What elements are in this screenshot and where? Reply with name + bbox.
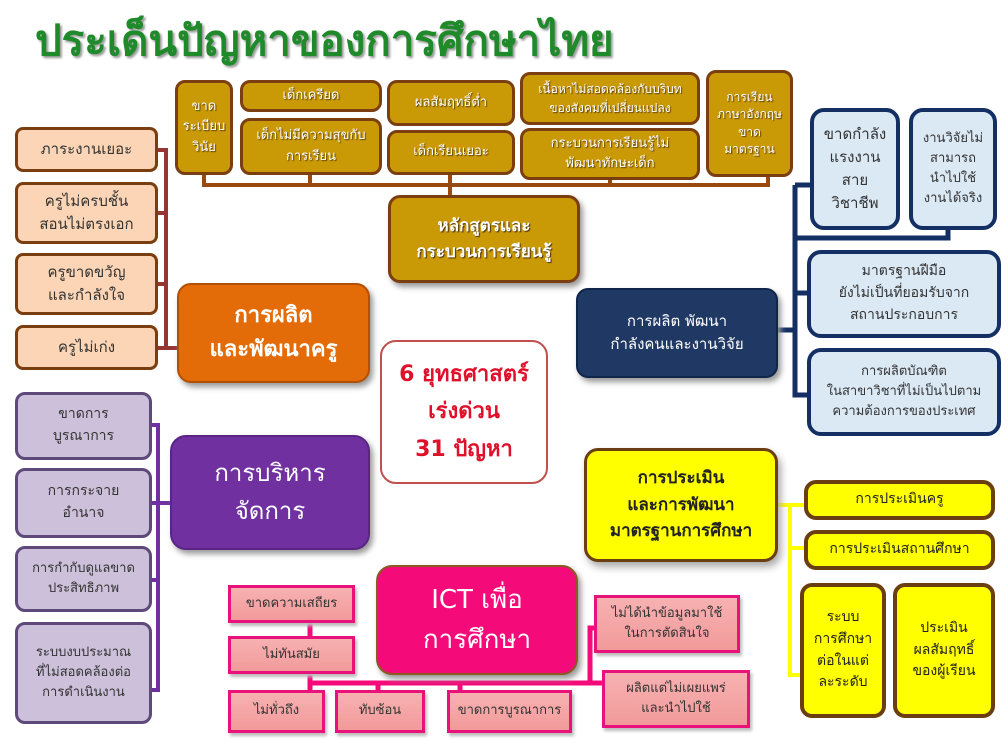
workforce-main-box: การผลิต พัฒนา กำลังคนและงานวิจัย <box>576 288 778 378</box>
workforce-item: มาตรฐานฝีมือ ยังไม่เป็นที่ยอมรับจาก สถาน… <box>807 250 1001 338</box>
curriculum-item: ผลสัมฤทธิ์ต่ำ <box>387 80 515 126</box>
ict-item: ขาดการบูรณาการ <box>447 690 572 733</box>
ict-item: ไม่ทั่วถึง <box>228 690 325 733</box>
page-title: ประเด็นปัญหาของการศึกษาไทย <box>35 16 614 65</box>
assessment-main-box: การประเมิน และการพัฒนา มาตรฐานการศึกษา <box>584 448 778 562</box>
workforce-item: ขาดกำลัง แรงงาน สาย วิชาชีพ <box>810 108 900 230</box>
teacher-item: ภาระงานเยอะ <box>15 127 158 172</box>
ict-item: ผลิตแต่ไม่เผยแพร่ และนำไปใช้ <box>602 670 750 728</box>
assessment-item: การประเมินครู <box>804 480 995 520</box>
management-item: การกระจาย อำนาจ <box>15 468 152 538</box>
curriculum-item: การเรียน ภาษาอังกฤษ ขาด มาตรฐาน <box>706 70 793 177</box>
workforce-item: การผลิตบัณฑิต ในสาขาวิชาที่ไม่เป็นไปตาม … <box>807 348 1001 436</box>
management-item: ขาดการ บูรณาการ <box>15 392 152 460</box>
teacher-connectors <box>156 148 178 350</box>
curriculum-item: เนื้อหาไม่สอดคล้องกับบริบท ของสังคมที่เป… <box>520 72 700 125</box>
workforce-connectors <box>778 182 951 398</box>
center-summary: 6 ยุทธศาสตร์ เร่งด่วน 31 ปัญหา <box>380 340 548 484</box>
teacher-main-box: การผลิต และพัฒนาครู <box>177 283 370 383</box>
curriculum-item: เด็กเรียนเยอะ <box>387 130 515 175</box>
assessment-item: ระบบ การศึกษา ต่อในแต่ ละระดับ <box>800 583 886 718</box>
teacher-item: ครูไม่ครบชั้น สอนไม่ตรงเอก <box>15 182 158 244</box>
ict-item: ไม่ได้นำข้อมูลมาใช้ ในการตัดสินใจ <box>594 595 740 653</box>
curriculum-main-box: หลักสูตรและ กระบวนการเรียนรู้ <box>388 195 580 283</box>
management-main-box: การบริหาร จัดการ <box>170 435 370 550</box>
curriculum-connectors <box>202 172 770 195</box>
curriculum-item: เด็กไม่มีความสุขกับ การเรียน <box>240 118 382 175</box>
ict-item: ไม่ทันสมัย <box>228 636 355 674</box>
ict-main-box: ICT เพื่อ การศึกษา <box>376 565 578 675</box>
assessment-item: ประเมิน ผลสัมฤทธิ์ ของผู้เรียน <box>893 583 995 718</box>
ict-item: ขาดความเสถียร <box>228 585 355 623</box>
management-item: การกำกับดูแลขาด ประสิทธิภาพ <box>15 546 152 612</box>
teacher-item: ครูไม่เก่ง <box>15 325 158 370</box>
assessment-connectors <box>778 503 805 677</box>
assessment-item: การประเมินสถานศึกษา <box>804 530 995 570</box>
management-item: ระบบงบประมาณ ที่ไม่สอดคล้องต่อ การดำเนิน… <box>15 622 152 724</box>
curriculum-item: ขาด ระเบียบ วินัย <box>175 80 233 175</box>
management-connectors <box>150 423 172 692</box>
curriculum-item: เด็กเครียด <box>240 80 382 112</box>
teacher-item: ครูขาดขวัญ และกำลังใจ <box>15 253 158 315</box>
workforce-item: งานวิจัยไม่ สามารถ นำไปใช้ งานได้จริง <box>909 108 997 230</box>
curriculum-item: กระบวนการเรียนรู้ไม่ พัฒนาทักษะเด็ก <box>520 128 700 180</box>
ict-item: ทับซ้อน <box>335 690 425 733</box>
